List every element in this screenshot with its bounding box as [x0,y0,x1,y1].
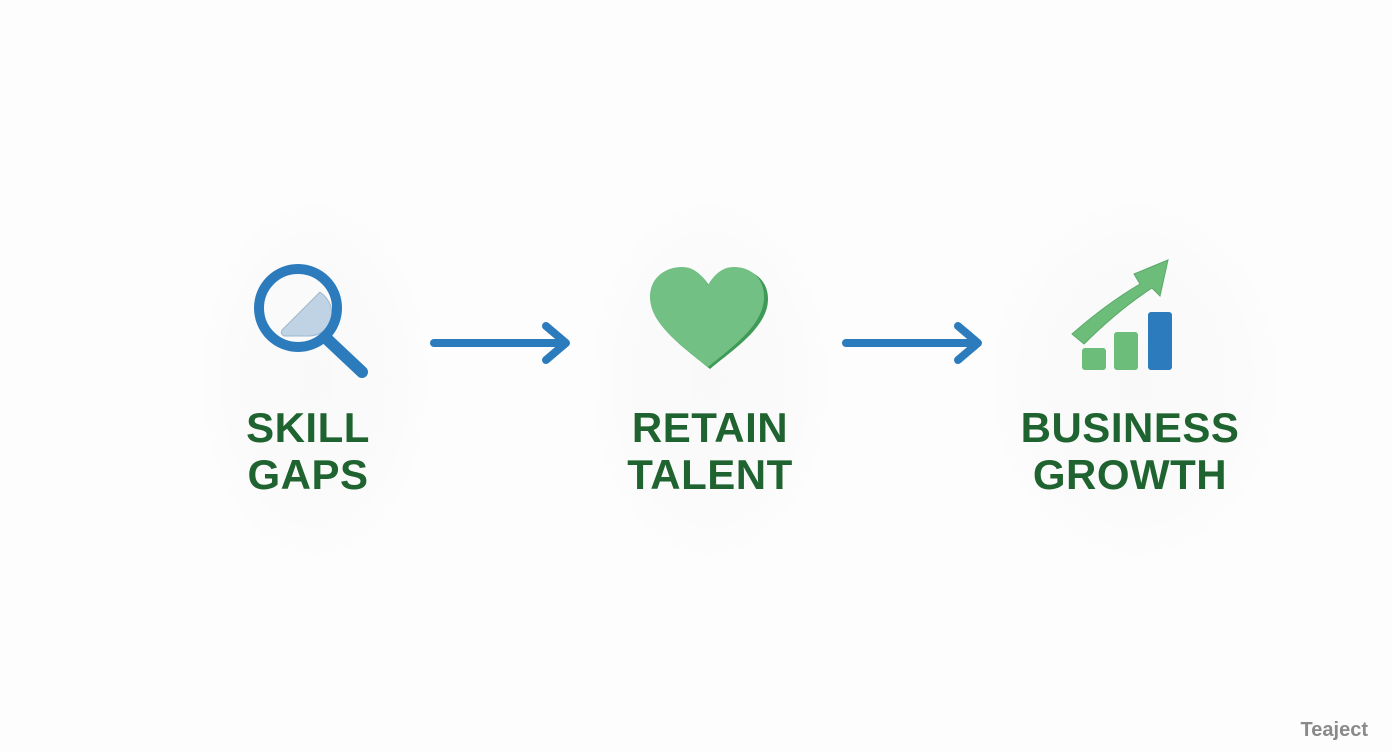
step-label-line: GAPS [247,451,369,498]
arrow-right-icon [842,322,982,364]
step-label-line: SKILL [246,404,370,451]
heart-icon [650,267,768,369]
step-label-line: GROWTH [1032,451,1228,498]
watermark: Teaject [1300,719,1368,741]
step-background [590,200,830,560]
step-label-line: RETAIN [631,404,789,451]
step-label-business-growth: BUSINESS GROWTH [1005,404,1255,498]
step-background [200,200,430,560]
growth-chart-icon [1071,259,1172,370]
step-label-retain-talent: RETAIN TALENT [600,404,820,498]
magnifying-glass-icon [254,264,368,378]
step-label-line: TALENT [627,451,793,498]
step-background [990,200,1280,560]
arrow-right-icon [430,322,570,364]
step-label-line: BUSINESS [1020,404,1240,451]
step-label-skill-gaps: SKILL GAPS [218,404,398,498]
